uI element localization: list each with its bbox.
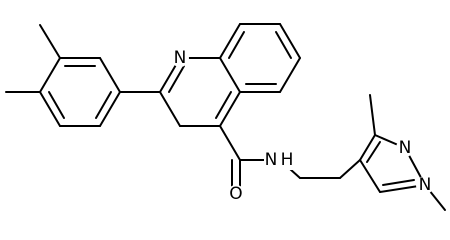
molecule-diagram: N O N H N N [5, 23, 446, 211]
structure-canvas: N O N H N N [5, 23, 446, 211]
svg-text:N: N [419, 175, 432, 195]
pyrazole-nitrogen-2-atom: N [396, 138, 414, 158]
svg-text:N: N [399, 138, 412, 158]
amide-nitrogen-atom: N H [264, 150, 296, 170]
quinoline-nitrogen-atom: N [171, 48, 189, 68]
quinoline-benzo-ring [219, 23, 301, 93]
amide-hydrogen-atom: H [281, 150, 294, 170]
svg-text:N: N [265, 150, 278, 170]
dimethylphenyl-ring [39, 57, 121, 127]
svg-text:N: N [174, 48, 187, 68]
methyl-groups-phenyl [5, 24, 61, 93]
pyrazole-ring [359, 134, 426, 193]
quinoline-pyridine-ring [159, 57, 241, 127]
pyrazole-nitrogen-1-atom: N [416, 175, 434, 195]
carbonyl-oxygen-atom: O [227, 184, 245, 204]
svg-text:O: O [229, 184, 242, 204]
